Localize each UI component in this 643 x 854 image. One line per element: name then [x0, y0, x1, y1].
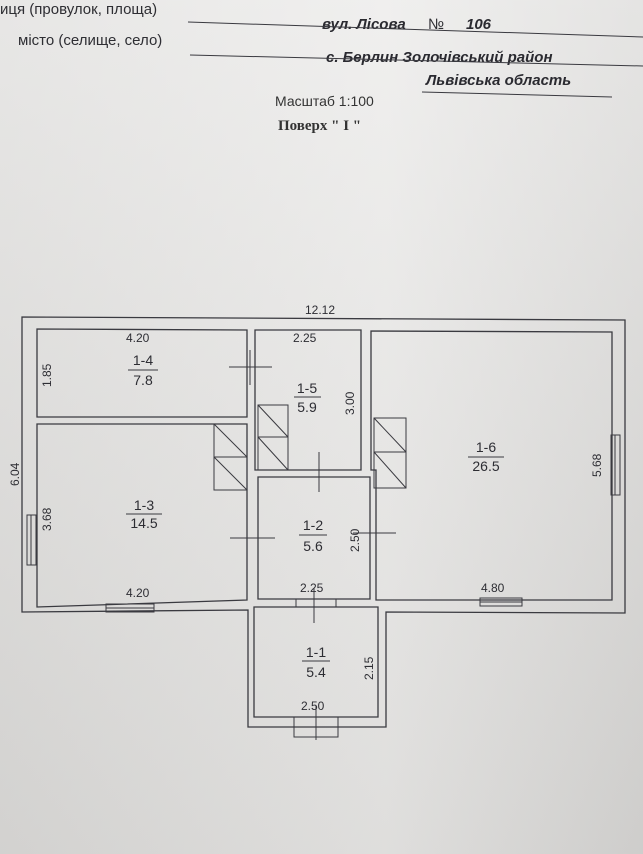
room-1-6-outline: [370, 330, 613, 601]
room-area: 7.8: [133, 372, 153, 388]
dim-room-1-1-width: 2.50: [301, 699, 325, 713]
room-1-3-outline: [36, 423, 248, 608]
room-area: 5.9: [297, 399, 317, 415]
dim-room-1-6-height: 5.68: [590, 453, 604, 477]
room-id: 1-6: [476, 439, 496, 455]
room-area: 14.5: [130, 515, 157, 531]
dim-room-1-2-height: 2.50: [348, 528, 362, 552]
room-id: 1-5: [297, 380, 317, 396]
room-1-2-outline: [257, 476, 371, 600]
city-underline: [189, 54, 643, 67]
room-1-5-outline: [254, 329, 362, 471]
dim-total-width: 12.12: [305, 303, 335, 317]
stove-room-1-6: [373, 417, 407, 489]
region-value: Львівська область: [426, 72, 572, 89]
number-sign: №: [428, 16, 445, 33]
city-field-label: місто (селище, село): [18, 32, 163, 49]
room-id: 1-3: [134, 497, 154, 513]
dim-room-1-3-height: 3.68: [40, 507, 54, 531]
room-label-1-3: 1-3 14.5: [126, 497, 162, 531]
room-label-1-4: 1-4 7.8: [128, 352, 158, 388]
region-underline: [421, 91, 613, 98]
dim-room-1-5-height: 3.00: [343, 391, 357, 415]
room-area: 5.4: [306, 664, 326, 680]
room-area: 5.6: [303, 538, 323, 554]
room-label-1-6: 1-6 26.5: [468, 439, 504, 474]
room-id: 1-2: [303, 517, 323, 533]
room-label-1-5: 1-5 5.9: [294, 380, 321, 415]
room-1-1-outline: [253, 606, 379, 718]
scale-label: Масштаб 1:100: [275, 93, 374, 109]
window-room-1-2-bottom: [295, 598, 337, 608]
stove-room-1-5: [257, 404, 289, 471]
room-label-1-1: 1-1 5.4: [302, 644, 330, 680]
room-id: 1-1: [306, 644, 326, 660]
dim-room-1-6-width: 4.80: [481, 581, 505, 595]
room-id: 1-4: [133, 352, 153, 368]
city-value: с. Берлин Золочівський район: [326, 49, 553, 66]
dim-room-1-3-width: 4.20: [126, 586, 150, 600]
street-field-label: иця (провулок, площа): [0, 1, 158, 18]
room-area: 26.5: [472, 458, 499, 474]
dim-room-1-4-height: 1.85: [40, 363, 54, 387]
floor-label: Поверх " І ": [278, 118, 362, 134]
stove-room-1-3: [213, 423, 248, 491]
dim-room-1-4-width: 4.20: [126, 331, 150, 345]
dim-room-1-2-width: 2.25: [300, 581, 324, 595]
outer-wall: [21, 316, 626, 728]
house-number-value: 106: [466, 16, 492, 33]
dim-room-1-5-width: 2.25: [293, 331, 317, 345]
dim-room-1-1-height: 2.15: [362, 656, 376, 680]
dim-total-height: 6.04: [8, 462, 22, 486]
street-underline: [187, 21, 643, 38]
room-label-1-2: 1-2 5.6: [299, 517, 327, 554]
room-1-4-outline: [36, 328, 248, 418]
